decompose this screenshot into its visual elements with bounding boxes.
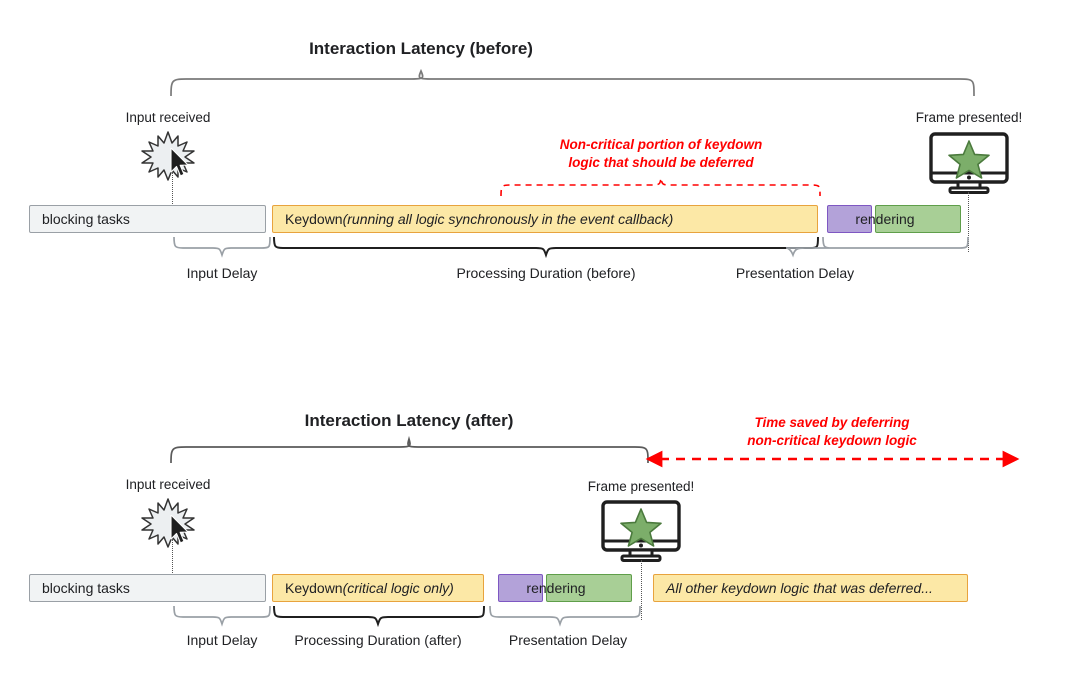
cursor-icon bbox=[170, 514, 192, 545]
after-bar-keydown-label: Keydown bbox=[285, 580, 343, 596]
after-bar-render bbox=[546, 574, 632, 602]
before-bar-keydown-label: Keydown bbox=[285, 211, 343, 227]
before-red-annotation-line1: Non-critical portion of keydown bbox=[559, 137, 763, 152]
before-input-dotted-line bbox=[172, 172, 173, 214]
before-bar-pre-render bbox=[827, 205, 872, 233]
after-segment-label-input-delay: Input Delay bbox=[186, 632, 258, 648]
before-frame-presented-label: Frame presented! bbox=[915, 110, 1023, 125]
after-segment-label-presentation-delay: Presentation Delay bbox=[508, 632, 628, 648]
monitor-icon bbox=[925, 132, 1013, 194]
before-segment-label-processing-duration: Processing Duration (before) bbox=[456, 265, 636, 281]
after-segment-label-processing-duration: Processing Duration (after) bbox=[294, 632, 462, 648]
after-red-annotation: Time saved by deferring non-critical key… bbox=[747, 414, 917, 450]
after-input-received-label: Input received bbox=[125, 477, 211, 492]
before-bar-blocking-tasks-label: blocking tasks bbox=[42, 211, 130, 227]
before-bar-keydown: Keydown (running all logic synchronously… bbox=[272, 205, 818, 233]
after-bar-deferred-logic-label: All other keydown logic that was deferre… bbox=[666, 580, 933, 596]
after-bar-rendering-label: rendering bbox=[526, 580, 586, 596]
star-icon bbox=[948, 140, 990, 179]
after-bar-blocking-tasks-label: blocking tasks bbox=[42, 580, 130, 596]
before-bar-rendering-label: rendering bbox=[855, 211, 915, 227]
before-segment-label-presentation-delay: Presentation Delay bbox=[735, 265, 855, 281]
before-segment-label-input-delay: Input Delay bbox=[186, 265, 258, 281]
before-bar-render bbox=[875, 205, 961, 233]
after-frame-dotted-line bbox=[641, 560, 642, 620]
after-bar-pre-render bbox=[498, 574, 543, 602]
after-bar-blocking-tasks: blocking tasks bbox=[29, 574, 266, 602]
after-bar-deferred-logic: All other keydown logic that was deferre… bbox=[653, 574, 968, 602]
before-frame-dotted-line bbox=[968, 192, 969, 252]
after-red-annotation-line1: Time saved by deferring bbox=[754, 415, 910, 430]
after-red-annotation-line2: non-critical keydown logic bbox=[747, 432, 917, 448]
before-title: Interaction Latency (before) bbox=[309, 39, 533, 58]
cursor-icon bbox=[170, 147, 192, 178]
after-title: Interaction Latency (after) bbox=[304, 411, 514, 430]
before-bar-keydown-detail: (running all logic synchronously in the … bbox=[342, 211, 674, 227]
before-input-received-label: Input received bbox=[125, 110, 211, 125]
star-icon bbox=[620, 508, 662, 547]
monitor-icon bbox=[597, 500, 685, 562]
before-red-annotation-line2: logic that should be deferred bbox=[568, 154, 754, 170]
after-input-dotted-line bbox=[172, 539, 173, 581]
before-red-annotation: Non-critical portion of keydown logic th… bbox=[560, 136, 763, 172]
after-frame-presented-label: Frame presented! bbox=[587, 479, 695, 494]
after-bar-keydown: Keydown (critical logic only) bbox=[272, 574, 484, 602]
before-bar-blocking-tasks: blocking tasks bbox=[29, 205, 266, 233]
after-bar-keydown-detail: (critical logic only) bbox=[342, 580, 454, 596]
